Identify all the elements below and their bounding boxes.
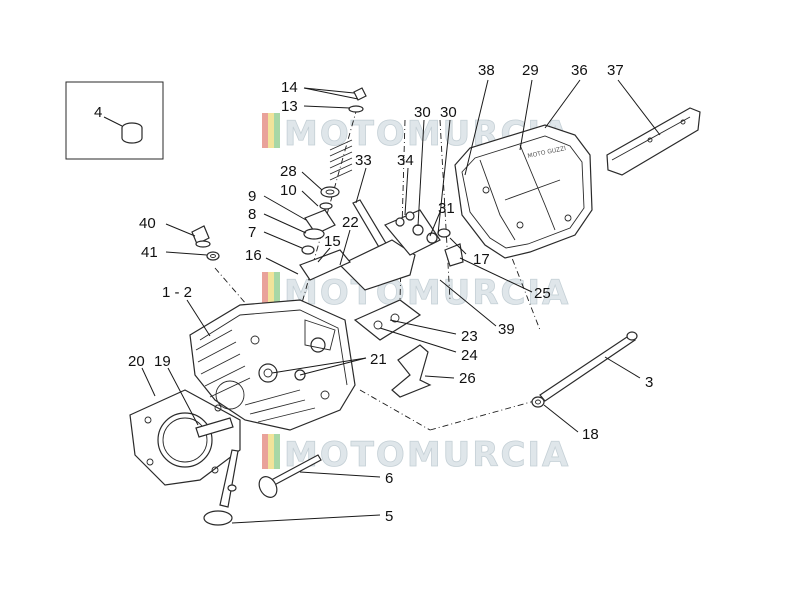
label-part-4: 4 xyxy=(94,104,102,121)
label-part-30-b: 30 xyxy=(440,104,457,121)
label-part-40: 40 xyxy=(139,215,156,232)
label-part-10: 10 xyxy=(280,182,297,199)
label-part-17: 17 xyxy=(473,251,490,268)
valve-6 xyxy=(258,454,322,498)
label-part-21: 21 xyxy=(370,351,387,368)
label-part-30-a: 30 xyxy=(414,104,431,121)
watermark-text-bottom: MOTOMURCIA xyxy=(284,435,570,475)
washer-18 xyxy=(531,396,545,408)
stud-3 xyxy=(539,331,638,402)
label-part-41: 41 xyxy=(141,244,158,261)
plug-40 xyxy=(191,225,211,248)
inset-box-part-4 xyxy=(65,81,164,160)
label-part-38: 38 xyxy=(478,62,495,79)
label-part-5: 5 xyxy=(385,508,393,525)
watermark-text-middle: MOTOMURCIA xyxy=(284,273,570,313)
cylinder-head xyxy=(189,299,356,431)
label-part-18: 18 xyxy=(582,426,599,443)
label-part-6: 6 xyxy=(385,470,393,487)
bracket-26 xyxy=(391,344,432,398)
valve-5 xyxy=(203,449,239,526)
rocker-assembly xyxy=(299,209,464,341)
label-part-8: 8 xyxy=(248,206,256,223)
valve-stack xyxy=(301,87,367,255)
label-part-13: 13 xyxy=(281,98,298,115)
label-part-7: 7 xyxy=(248,224,256,241)
watermark: MOTOMURCIA MOTOMURCIA MOTOMURCIA xyxy=(262,113,570,475)
dowel-19 xyxy=(195,417,234,438)
label-part-37: 37 xyxy=(607,62,624,79)
label-part-3: 3 xyxy=(645,374,653,391)
label-part-39: 39 xyxy=(498,321,515,338)
label-part-25: 25 xyxy=(534,285,551,302)
label-part-28: 28 xyxy=(280,163,297,180)
watermark-band-bottom: MOTOMURCIA xyxy=(262,434,570,475)
label-part-9: 9 xyxy=(248,188,256,205)
washer-41 xyxy=(206,251,220,261)
label-part-29: 29 xyxy=(522,62,539,79)
label-part-26: 26 xyxy=(459,370,476,387)
head-gasket-20 xyxy=(129,389,241,486)
label-part-23: 23 xyxy=(461,328,478,345)
label-part-1-2: 1 - 2 xyxy=(162,284,192,301)
part-labels: 4 14 13 28 10 9 8 7 40 41 16 1 - 2 20 19… xyxy=(94,62,653,525)
label-part-20: 20 xyxy=(128,353,145,370)
watermark-band-middle: MOTOMURCIA xyxy=(262,272,570,313)
label-part-19: 19 xyxy=(154,353,171,370)
label-part-16: 16 xyxy=(245,247,262,264)
label-part-15: 15 xyxy=(324,233,341,250)
label-part-31: 31 xyxy=(438,200,455,217)
label-part-36: 36 xyxy=(571,62,588,79)
label-part-33: 33 xyxy=(355,152,372,169)
label-part-22: 22 xyxy=(342,214,359,231)
valve-cover: MOTO GUZZI xyxy=(454,124,593,259)
label-part-34: 34 xyxy=(397,152,414,169)
label-part-24: 24 xyxy=(461,347,478,364)
cover-trim-37 xyxy=(606,107,701,176)
label-part-14: 14 xyxy=(281,79,298,96)
leader-lines xyxy=(141,79,661,524)
